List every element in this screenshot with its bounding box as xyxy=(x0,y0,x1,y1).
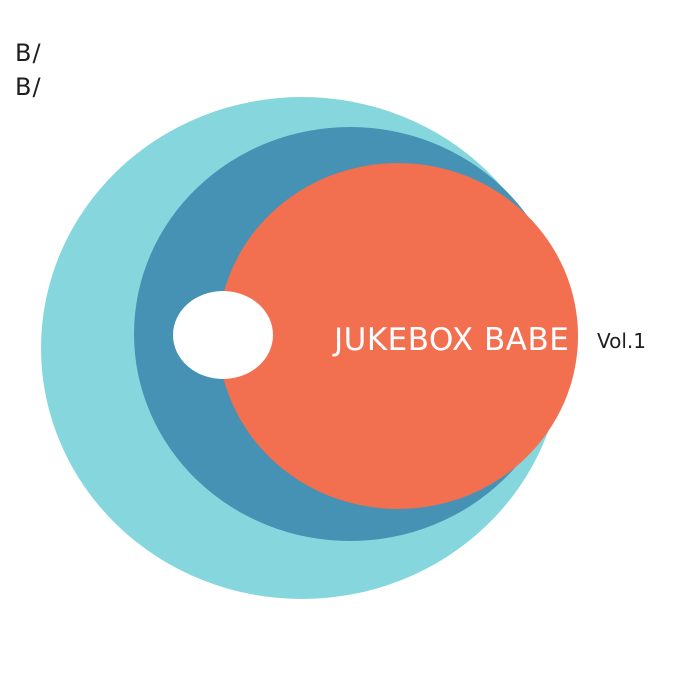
album-volume: Vol.1 xyxy=(597,329,647,353)
band-logo: B/ B/ xyxy=(15,36,42,104)
album-title: JUKEBOX BABE xyxy=(334,322,570,358)
logo-line-top: B/ xyxy=(15,39,42,67)
logo-line-bottom: B/ xyxy=(15,73,42,101)
white-center-hole xyxy=(173,291,273,379)
inner-orange-circle xyxy=(218,163,578,509)
